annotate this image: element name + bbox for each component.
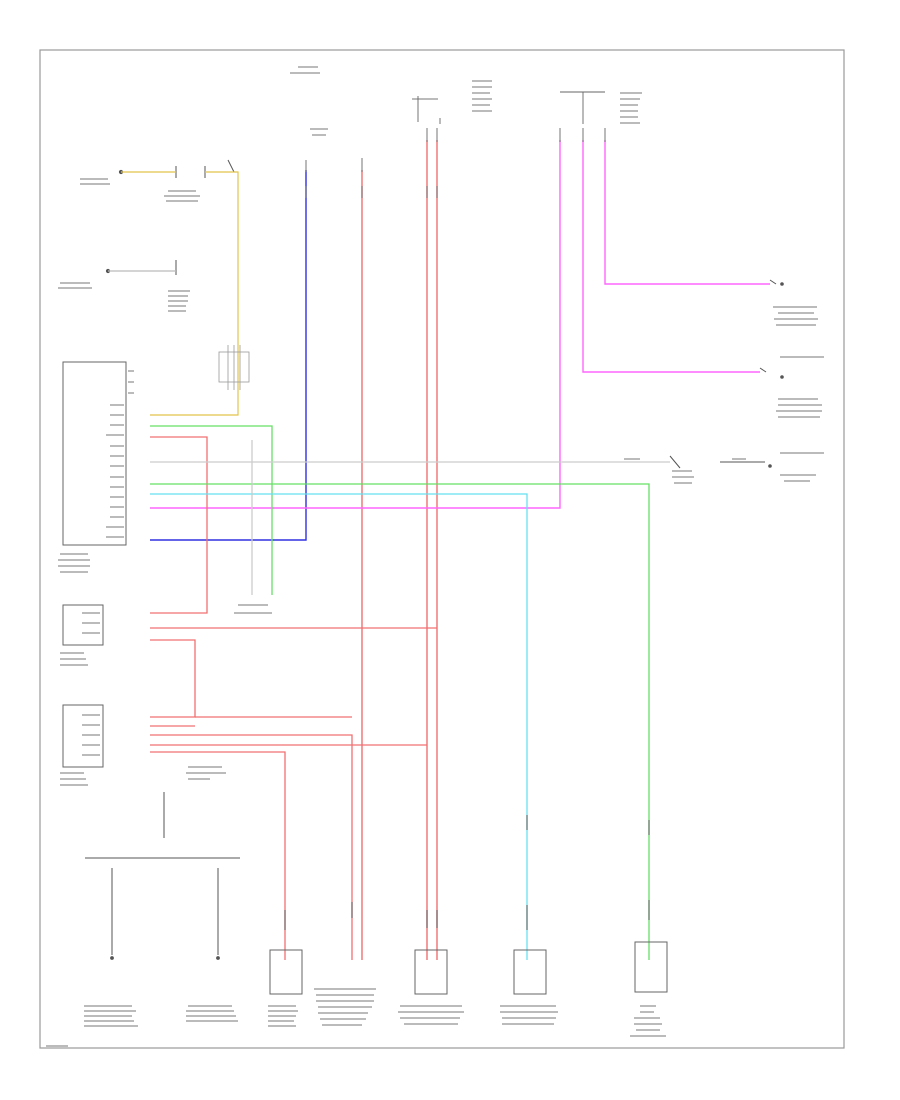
cyan-wire-long bbox=[150, 493, 528, 960]
magenta-wire-2 bbox=[582, 140, 760, 373]
upper-left-switch-group bbox=[105, 159, 235, 275]
main-control-module bbox=[58, 361, 134, 573]
right-components bbox=[624, 279, 824, 484]
bottom-terminal-stubs bbox=[163, 800, 650, 930]
horizontal-wire-group bbox=[150, 425, 670, 960]
green-wire-short bbox=[150, 425, 273, 595]
vertical-wire-group bbox=[150, 140, 770, 960]
yellow-wire-group bbox=[108, 171, 239, 416]
bottom-left-switches bbox=[85, 792, 240, 960]
lower-red-wire-group bbox=[150, 639, 427, 960]
bottom-components bbox=[269, 941, 668, 995]
blue-wire bbox=[150, 170, 307, 541]
yellow-connector bbox=[218, 345, 250, 390]
top-connector-stubs bbox=[305, 91, 606, 198]
red-wire-short bbox=[150, 436, 208, 614]
yellow-wire-upper-right bbox=[205, 171, 239, 360]
green-wire-long bbox=[150, 483, 650, 960]
upper-left-labels bbox=[58, 66, 642, 312]
magenta-wire-3 bbox=[604, 140, 770, 285]
yellow-wire-to-module bbox=[150, 360, 239, 416]
bottom-labels bbox=[46, 988, 666, 1047]
magenta-wire-1 bbox=[150, 140, 561, 509]
middle-left-connectors bbox=[60, 604, 272, 786]
diagram-border bbox=[39, 49, 845, 1049]
